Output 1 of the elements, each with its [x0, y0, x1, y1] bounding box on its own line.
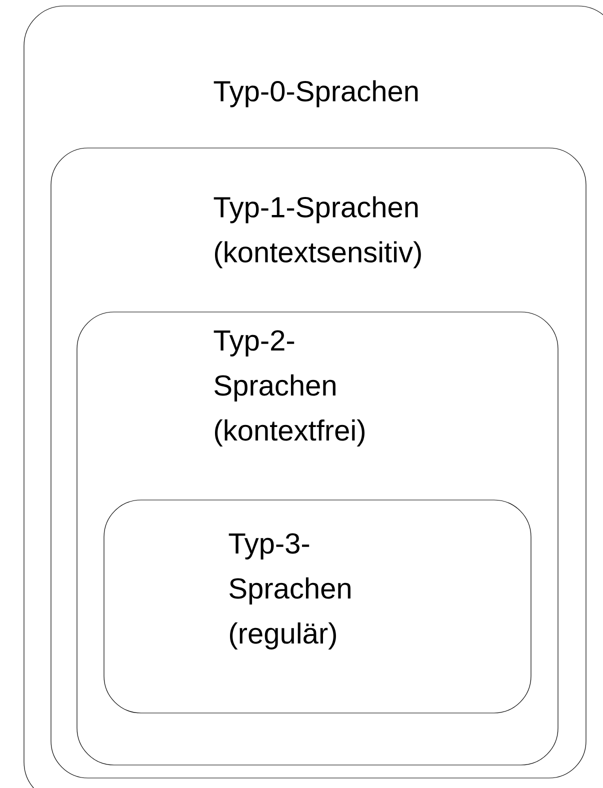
language-box: Typ-3-Sprachen (regulär) [104, 500, 532, 714]
